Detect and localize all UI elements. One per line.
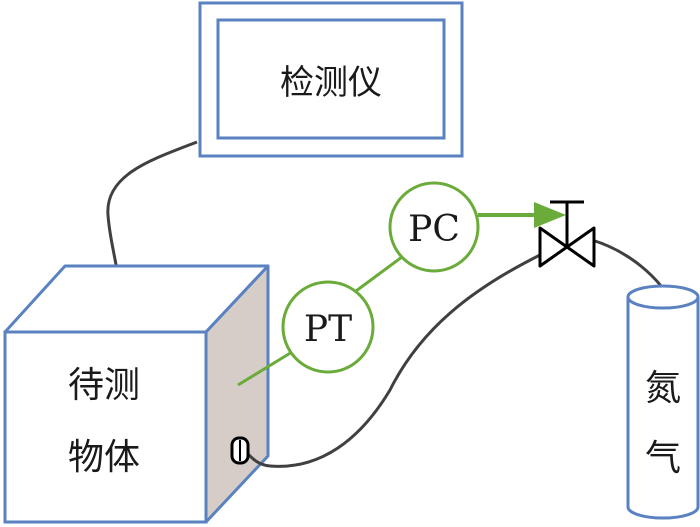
detector-inner-frame bbox=[216, 18, 446, 140]
detector: 检测仪 bbox=[198, 1, 464, 158]
pt-pc-link bbox=[355, 252, 407, 293]
cylinder-top bbox=[626, 284, 700, 310]
control-valve bbox=[538, 200, 596, 268]
pc-circle bbox=[388, 181, 480, 273]
nitrogen-label-char1: 氮 bbox=[645, 368, 681, 409]
pt-label: PT bbox=[304, 309, 352, 350]
detector-label: 检测仪 bbox=[280, 63, 382, 103]
object-port bbox=[230, 436, 250, 465]
test-object-cube: 待测 物体 bbox=[3, 264, 270, 524]
cylinder-body bbox=[626, 297, 700, 520]
valve-body-right bbox=[565, 226, 596, 268]
pc-label: PC bbox=[408, 209, 460, 250]
nitrogen-hose bbox=[244, 253, 541, 468]
pressure-transmitter: PT bbox=[281, 280, 375, 374]
pressure-controller: PC bbox=[388, 181, 480, 273]
pt-signal-line bbox=[237, 350, 293, 387]
cube-front-face bbox=[3, 330, 208, 524]
pt-circle bbox=[281, 280, 375, 374]
valve-body-left bbox=[538, 226, 569, 268]
nitrogen-label-char2: 气 bbox=[645, 438, 681, 479]
object-label-line1: 待测 bbox=[68, 365, 140, 406]
detector-outer-frame bbox=[198, 1, 464, 158]
control-arrow-head bbox=[534, 202, 566, 228]
object-label-line2: 物体 bbox=[68, 437, 140, 478]
control-arrow bbox=[478, 202, 566, 228]
nitrogen-cylinder: 氮 气 bbox=[626, 284, 700, 520]
